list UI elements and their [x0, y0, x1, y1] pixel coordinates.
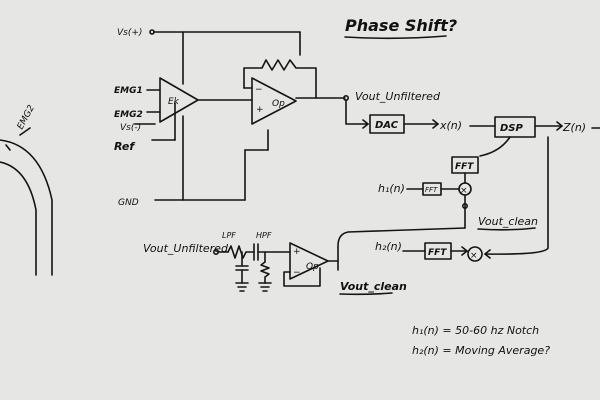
xn-label: x(n)	[439, 119, 462, 132]
vs-pos-terminal	[149, 29, 155, 35]
fft2-arrow	[461, 246, 468, 256]
note-h2: h₂(n) = Moving Average?	[412, 344, 550, 357]
opamp1-label: Op	[272, 99, 285, 109]
zn-return-arrow	[484, 249, 491, 259]
fft2-label: FFT	[428, 248, 447, 258]
op-amp-1	[243, 59, 317, 125]
to-dac-arrow	[362, 119, 369, 129]
filter-input-label: Vout_Unfiltered	[143, 242, 229, 255]
hpf-ground-symbol	[258, 282, 272, 292]
dac-label: DAC	[375, 120, 399, 131]
note-h1: h₁(n) = 50-60 hz Notch	[412, 324, 539, 337]
h2-label: h₂(n)	[375, 240, 402, 253]
lpf-resistor	[227, 245, 255, 259]
hpf-label: HPF	[256, 231, 272, 240]
emg-sensor-sketch	[0, 127, 53, 276]
opamp2-plus: +	[293, 247, 301, 257]
mult2-symbol: ×	[470, 251, 478, 261]
emg1-label: EMG1	[114, 86, 143, 96]
dsp-box	[494, 116, 536, 138]
h1-label: h₁(n)	[378, 182, 405, 195]
zn-return-wire	[484, 136, 549, 255]
dsp-label: DSP	[500, 123, 524, 134]
hpf-resistor	[260, 261, 270, 284]
vs-neg-label: Vs(-)	[120, 123, 141, 133]
sensor-label: EMG2	[16, 103, 37, 131]
zn-label: Z(n)	[562, 121, 586, 134]
emg2-input-label: EMG2	[114, 110, 143, 120]
dsp-to-fft-wire	[479, 136, 511, 157]
instrumentation-amplifier	[159, 77, 199, 123]
mult1-symbol: ×	[460, 186, 468, 196]
vout-clean-top-underline	[477, 227, 536, 231]
to-dac-wire	[345, 99, 369, 125]
opamp2-minus: −	[293, 268, 301, 278]
filter-output-underline	[339, 292, 393, 296]
lpf-ground-symbol	[235, 282, 249, 292]
title-underline	[344, 35, 447, 40]
power-rails	[134, 31, 301, 201]
filter-output-label: Vout_clean	[340, 280, 407, 293]
vout-unfiltered-label: Vout_Unfiltered	[355, 90, 441, 103]
ref-label: Ref	[114, 140, 135, 153]
opamp2-label: Op	[306, 262, 319, 272]
dsp-arrow	[556, 121, 563, 131]
page-title: Phase Shift?	[345, 16, 457, 35]
gnd-label: GND	[118, 198, 139, 208]
fft-small-label: FFT	[425, 186, 438, 194]
inamp-label: Ek	[168, 97, 180, 107]
clean-feed-wire	[337, 227, 466, 271]
vout-clean-node	[461, 203, 468, 210]
multiplier-2	[467, 246, 483, 262]
opamp1-minus: −	[255, 85, 263, 95]
op-amp-2	[283, 242, 329, 287]
lpf-label: LPF	[222, 231, 236, 240]
vs-pos-label: Vs(+)	[117, 28, 142, 38]
opamp1-plus: +	[256, 105, 264, 115]
fft1-label: FFT	[455, 162, 474, 172]
dac-arrow	[432, 119, 439, 129]
vout-clean-top-label: Vout_clean	[478, 215, 538, 228]
